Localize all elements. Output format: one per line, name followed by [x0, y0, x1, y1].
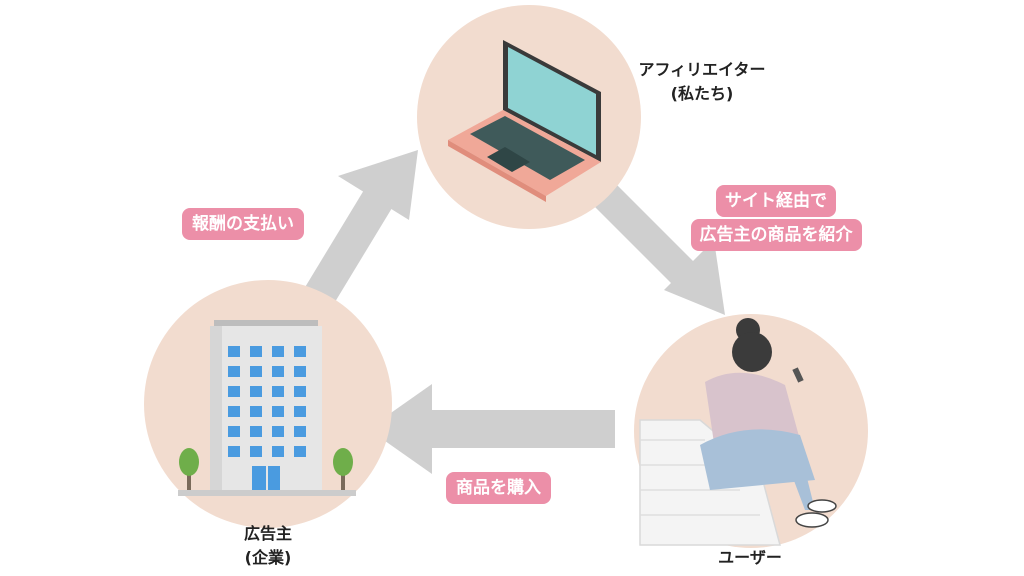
building-window — [294, 386, 306, 397]
advertiser-label-line1: 広告主 — [243, 524, 292, 543]
building-window — [250, 406, 262, 417]
building-window — [250, 386, 262, 397]
arrow-introduce — [592, 182, 725, 315]
affiliate-label-line1: アフィリエイター — [638, 60, 766, 79]
user-label-line1: ユーザー — [718, 548, 782, 567]
user-label: ユーザー — [690, 546, 810, 570]
building-window — [228, 446, 240, 457]
building-window — [250, 446, 262, 457]
payment-pill: 報酬の支払い — [182, 208, 304, 240]
purchase-pill: 商品を購入 — [446, 472, 551, 504]
affiliate-label-line2: (私たち) — [670, 84, 734, 103]
introduce-pill: サイト経由で 広告主の商品を紹介 — [676, 185, 876, 251]
introduce-pill-line1: サイト経由で — [716, 185, 836, 217]
advertiser-label-line2: (企業) — [244, 548, 292, 567]
building-window — [294, 366, 306, 377]
building-window — [228, 386, 240, 397]
building-window — [272, 426, 284, 437]
building-window — [250, 346, 262, 357]
building-window — [228, 426, 240, 437]
building-window — [272, 446, 284, 457]
building-window — [228, 366, 240, 377]
building-window — [294, 446, 306, 457]
affiliate-label: アフィリエイター (私たち) — [627, 58, 777, 106]
building-window — [228, 346, 240, 357]
building-window — [228, 406, 240, 417]
building-window — [294, 346, 306, 357]
building-window — [250, 366, 262, 377]
user-illustration — [639, 318, 837, 546]
building-window — [272, 406, 284, 417]
arrow-purchase — [368, 384, 615, 474]
introduce-pill-line2: 広告主の商品を紹介 — [690, 219, 862, 251]
building-window — [272, 346, 284, 357]
building-window — [272, 386, 284, 397]
advertiser-label: 広告主 (企業) — [228, 522, 308, 570]
building-window — [294, 406, 306, 417]
building-icon — [178, 320, 356, 496]
laptop-icon — [448, 40, 601, 202]
building-window — [272, 366, 284, 377]
building-window — [250, 426, 262, 437]
building-window — [294, 426, 306, 437]
